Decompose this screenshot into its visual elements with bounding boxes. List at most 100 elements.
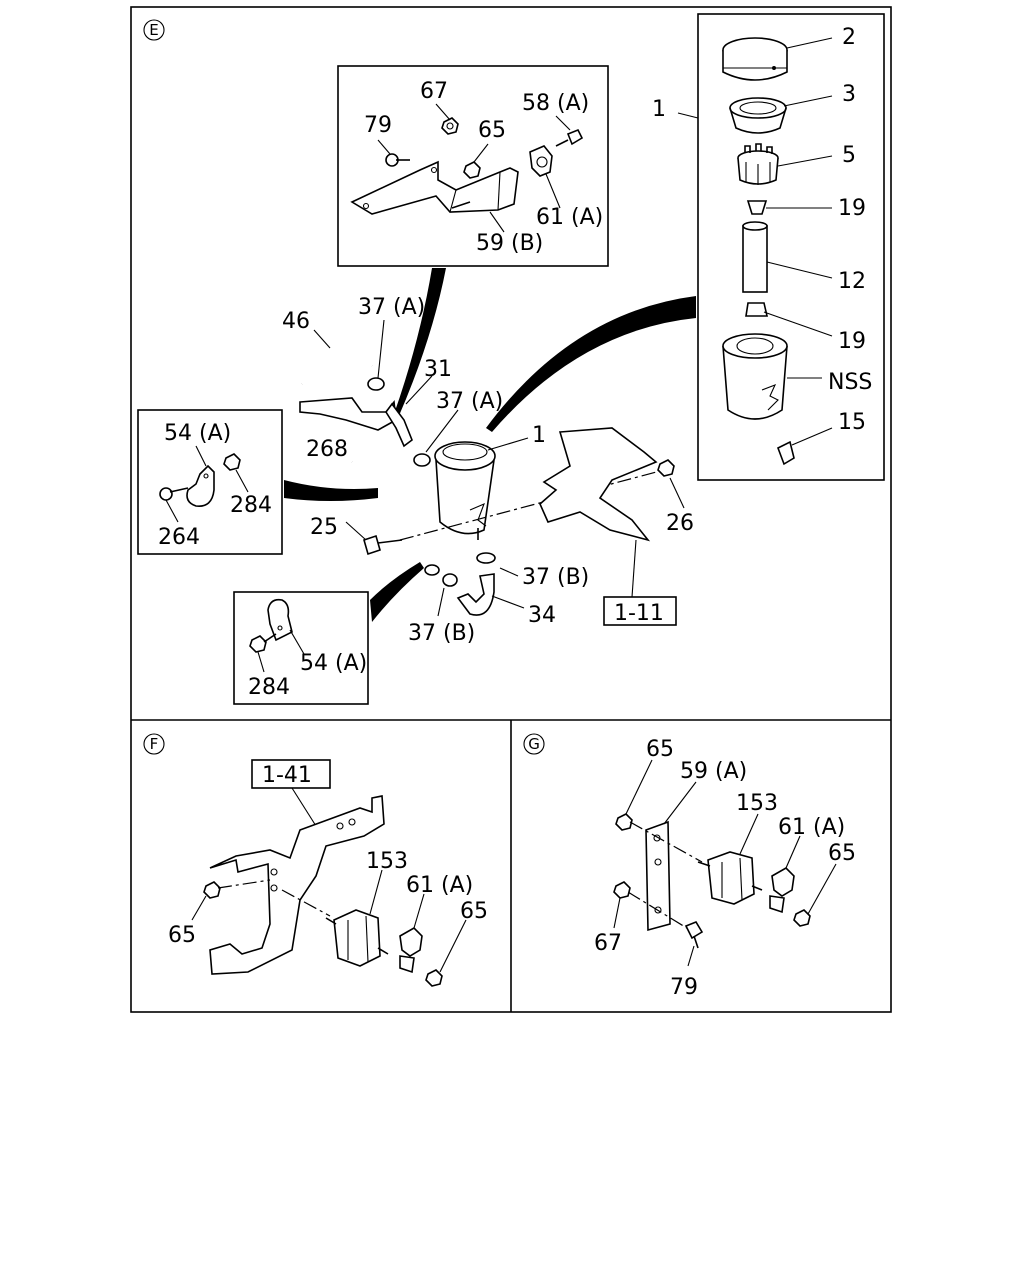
callout-26: 26 xyxy=(666,511,694,536)
filter-tube xyxy=(742,221,768,293)
mount-bracket-upper xyxy=(299,397,397,431)
nut-65-g-right xyxy=(793,909,811,927)
nut-65-bracket xyxy=(463,161,481,179)
reservoir-body xyxy=(722,333,788,420)
callout-31: 31 xyxy=(424,357,452,382)
wedge-to-clamp-box-b xyxy=(370,562,424,622)
reservoir-cap xyxy=(722,37,788,81)
bracket-plate xyxy=(350,160,519,215)
callout-25: 25 xyxy=(310,515,338,540)
callout-nss: NSS xyxy=(828,370,872,395)
leaders-section-g xyxy=(613,759,837,967)
nut-65-f-right xyxy=(425,969,443,987)
callout-2: 2 xyxy=(842,25,856,50)
clamp-54a-lower xyxy=(267,598,293,642)
stud-59b xyxy=(451,201,471,209)
fitting-268-end xyxy=(424,564,440,576)
nut-67 xyxy=(441,117,459,135)
callout-54a-lower: 54 (A) xyxy=(300,651,367,676)
leaders-section-f xyxy=(191,869,467,973)
plate-59a xyxy=(645,820,671,932)
callout-1-reservoir: 1 xyxy=(532,423,546,448)
callout-46: 46 xyxy=(282,309,310,334)
wedge-to-tank-box xyxy=(486,296,696,432)
callout-79: 79 xyxy=(364,113,392,138)
centerline-f-right xyxy=(281,889,331,917)
leaders-bracket-box xyxy=(377,103,571,233)
clamp-37a-lower xyxy=(413,453,431,467)
callout-153-g: 153 xyxy=(736,791,778,816)
tank-exploded-box xyxy=(697,13,885,481)
hose-31 xyxy=(385,402,413,448)
callout-58a: 58 (A) xyxy=(522,91,589,116)
centerline-25-26 xyxy=(399,469,665,541)
callout-65-bracket: 65 xyxy=(478,118,506,143)
section-marker-e: E xyxy=(143,19,165,41)
svg-text:1-41: 1-41 xyxy=(262,763,312,788)
drain-fitting xyxy=(776,440,795,466)
callout-3: 3 xyxy=(842,82,856,107)
clamp-37b-left xyxy=(442,573,458,587)
centerline-g-upper xyxy=(629,821,703,863)
callout-37a-lower: 37 (A) xyxy=(436,389,503,414)
nut-67-g xyxy=(613,881,631,899)
svg-text:E: E xyxy=(149,21,158,39)
callout-15: 15 xyxy=(838,410,866,435)
clamp-37b-right xyxy=(476,552,496,564)
mount-bracket-f xyxy=(209,795,385,975)
callout-1-tank: 1 xyxy=(652,97,666,122)
svg-text:F: F xyxy=(150,735,159,753)
bolt-25 xyxy=(363,534,403,556)
bolt-264 xyxy=(159,487,189,501)
bolt-79-g xyxy=(684,921,704,949)
grommet-lower xyxy=(745,302,769,317)
grommet-upper xyxy=(746,200,768,215)
section-marker-f: F xyxy=(143,733,165,755)
callout-37b-right: 37 (B) xyxy=(522,565,589,590)
clamp-54a-upper xyxy=(186,464,215,507)
callout-65-f-right: 65 xyxy=(460,899,488,924)
mount-153-g xyxy=(697,851,763,905)
callout-284-upper: 284 xyxy=(230,493,272,518)
bolt-79 xyxy=(385,153,410,167)
callout-65-f-left: 65 xyxy=(168,923,196,948)
leaders-tank-box xyxy=(677,37,833,446)
callout-264: 264 xyxy=(158,525,200,550)
callout-34: 34 xyxy=(528,603,556,628)
callout-61a-g: 61 (A) xyxy=(778,815,845,840)
reference-box-1-11: 1-11 xyxy=(603,539,677,626)
callout-19-lower: 19 xyxy=(838,329,866,354)
callout-268: 268 xyxy=(306,437,348,462)
callout-54a-upper: 54 (A) xyxy=(164,421,231,446)
callout-59a: 59 (A) xyxy=(680,759,747,784)
nut-65-f-left xyxy=(203,881,221,899)
callout-61a-bracket: 61 (A) xyxy=(536,205,603,230)
clip-61a-f xyxy=(399,927,423,974)
seal-ring xyxy=(729,97,787,134)
reference-box-1-41: 1-41 xyxy=(251,759,331,827)
leaders-clamp-upper xyxy=(165,445,249,523)
clip-61a-g xyxy=(769,867,795,914)
leaders-main xyxy=(313,319,685,617)
clamp-detail-box-lower xyxy=(233,591,369,705)
nut-26 xyxy=(657,459,675,477)
centerline-f-left xyxy=(217,879,271,889)
centerline-g-lower xyxy=(627,891,691,931)
clamp-37a-upper xyxy=(367,377,385,391)
reservoir-tank xyxy=(434,441,496,540)
wedge-to-clamp-box-a xyxy=(284,480,378,501)
callout-153-f: 153 xyxy=(366,849,408,874)
callout-61a-f: 61 (A) xyxy=(406,873,473,898)
callout-37b-left: 37 (B) xyxy=(408,621,475,646)
callout-19-upper: 19 xyxy=(838,196,866,221)
clamp-detail-box-upper xyxy=(137,409,283,555)
wedge-to-bracket-box xyxy=(394,268,446,418)
bolt-58a xyxy=(555,128,584,147)
nut-284-lower xyxy=(249,633,277,653)
svg-text:1-11: 1-11 xyxy=(614,601,664,626)
section-marker-g: G xyxy=(523,733,545,755)
leaders-clamp-lower xyxy=(257,629,305,673)
mount-bracket-right xyxy=(539,427,658,542)
svg-text:G: G xyxy=(528,735,540,753)
